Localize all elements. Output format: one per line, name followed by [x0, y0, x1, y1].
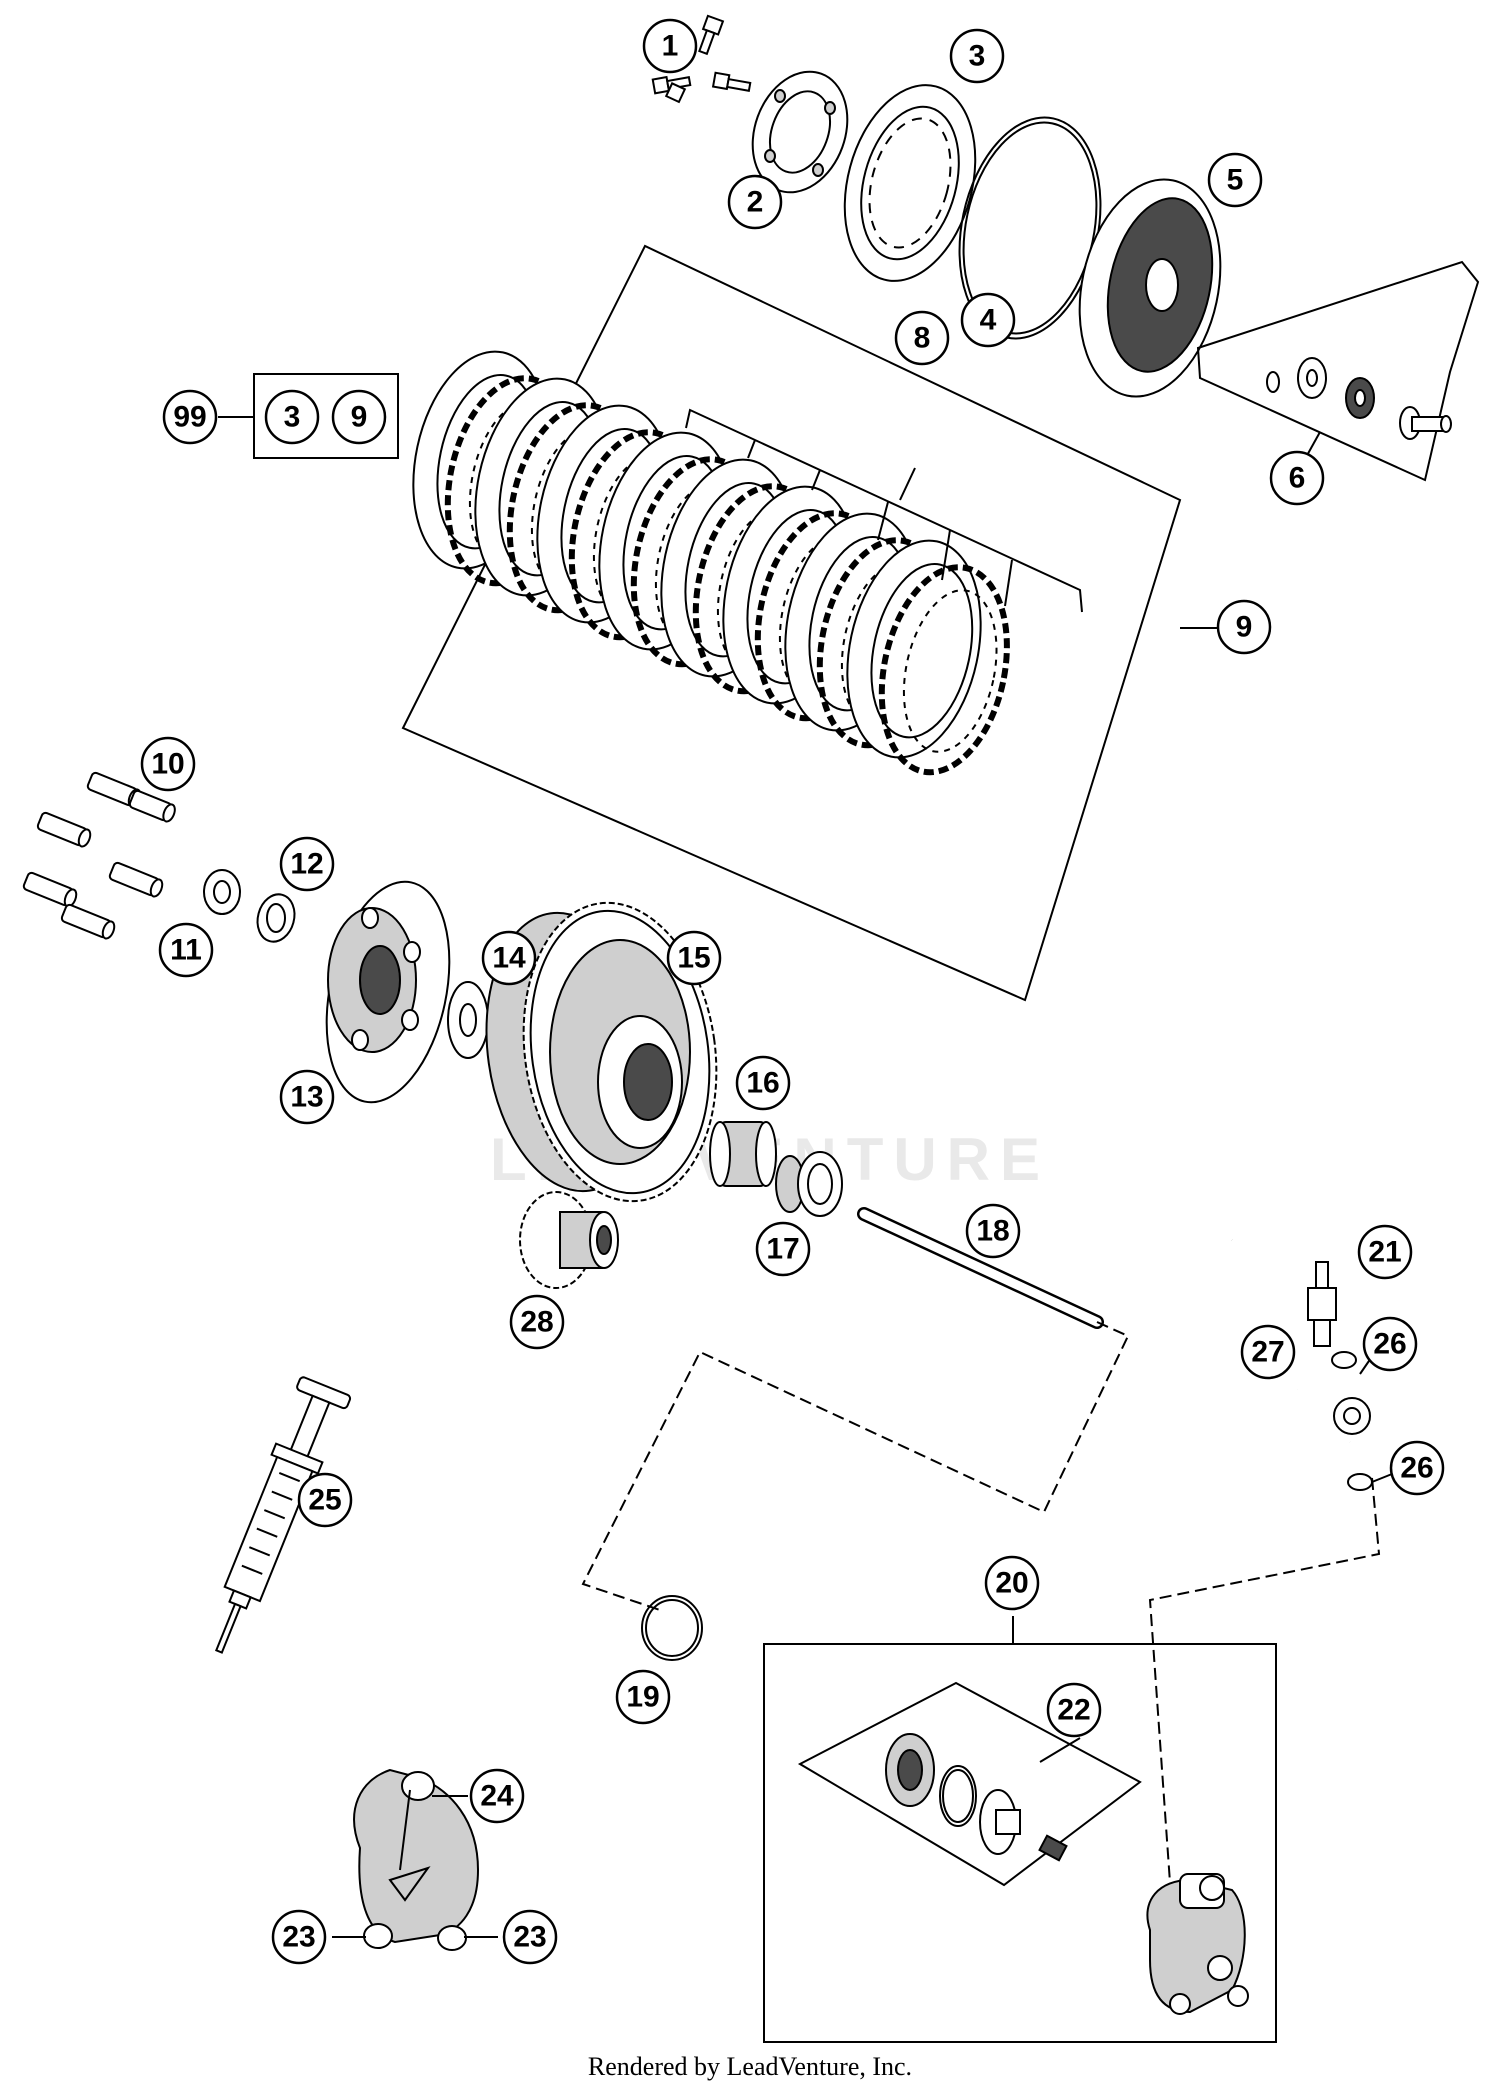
- part-6-group-box: [1196, 260, 1480, 482]
- callout-17[interactable]: 17: [755, 1221, 811, 1277]
- callout-2[interactable]: 2: [727, 174, 783, 230]
- svg-text:14: 14: [492, 942, 526, 975]
- callout-9[interactable]: 9: [1216, 599, 1272, 655]
- svg-text:2: 2: [747, 186, 764, 219]
- part-clutch-cover: [353, 1768, 480, 1951]
- part-piston-kit: [885, 1733, 1068, 1862]
- svg-text:27: 27: [1251, 1336, 1284, 1369]
- callout-12[interactable]: 12: [279, 836, 335, 892]
- callout-15[interactable]: 15: [666, 930, 722, 986]
- part-hose: [1231, 1237, 1371, 1445]
- svg-text:8: 8: [914, 322, 931, 355]
- part-lock-washer: [256, 893, 296, 943]
- callout-10[interactable]: 10: [140, 736, 196, 792]
- callout-26-bottom[interactable]: 26: [1389, 1440, 1445, 1496]
- svg-text:9: 9: [1236, 611, 1253, 644]
- svg-text:23: 23: [282, 1921, 315, 1954]
- part-bolts: [651, 14, 752, 104]
- callout-20[interactable]: 20: [984, 1555, 1040, 1611]
- svg-text:4: 4: [980, 304, 997, 337]
- part-pressure-plate-5: [1078, 178, 1222, 398]
- leader-dashed-slave: [1148, 1477, 1381, 1926]
- svg-text:13: 13: [290, 1081, 323, 1114]
- callout-23-right[interactable]: 23: [502, 1909, 558, 1965]
- kit-item-9[interactable]: 9: [331, 389, 387, 445]
- callout-23-left[interactable]: 23: [271, 1909, 327, 1965]
- part-friction-plate-3: [843, 84, 977, 282]
- svg-text:16: 16: [746, 1067, 779, 1100]
- svg-text:24: 24: [480, 1780, 514, 1813]
- callout-13[interactable]: 13: [279, 1069, 335, 1125]
- part-seal-rings: [1331, 1351, 1373, 1491]
- callout-22[interactable]: 22: [1046, 1682, 1102, 1738]
- callout-6[interactable]: 6: [1269, 450, 1325, 506]
- svg-text:23: 23: [513, 1921, 546, 1954]
- callout-8[interactable]: 8: [894, 310, 950, 366]
- callout-5[interactable]: 5: [1207, 152, 1263, 208]
- svg-text:3: 3: [969, 40, 986, 73]
- part-retainer-plate: [751, 70, 849, 194]
- part-nut: [203, 869, 241, 915]
- part-thrust-washer: [447, 981, 489, 1059]
- callout-26-top[interactable]: 26: [1362, 1316, 1418, 1372]
- svg-text:21: 21: [1368, 1236, 1401, 1269]
- part-bushing: [709, 1121, 777, 1187]
- callout-18[interactable]: 18: [965, 1203, 1021, 1259]
- part-clutch-basket: [485, 901, 718, 1203]
- part-clutch-plates: [412, 350, 1010, 776]
- svg-text:99: 99: [173, 401, 206, 434]
- svg-text:18: 18: [976, 1215, 1009, 1248]
- part-bleeder-valve: [1307, 1261, 1337, 1347]
- svg-text:12: 12: [290, 848, 323, 881]
- callout-25[interactable]: 25: [297, 1472, 353, 1528]
- svg-text:3: 3: [284, 401, 301, 434]
- svg-text:6: 6: [1289, 462, 1306, 495]
- svg-text:5: 5: [1227, 164, 1244, 197]
- leader-dashed-pushrod: [581, 1321, 1130, 1611]
- callout-24[interactable]: 24: [469, 1768, 525, 1824]
- part-primary-gear: [519, 1191, 619, 1289]
- callout-28[interactable]: 28: [509, 1294, 565, 1350]
- footer-credit: Rendered by LeadVenture, Inc.: [587, 2052, 913, 2081]
- callout-14[interactable]: 14: [481, 930, 537, 986]
- svg-text:9: 9: [351, 401, 368, 434]
- part-inner-hub: [325, 880, 451, 1104]
- kit-item-3[interactable]: 3: [264, 389, 320, 445]
- svg-text:25: 25: [308, 1484, 341, 1517]
- svg-text:19: 19: [626, 1681, 659, 1714]
- svg-text:26: 26: [1373, 1328, 1406, 1361]
- callout-4[interactable]: 4: [960, 292, 1016, 348]
- part-slave-cylinder: [1146, 1873, 1249, 2015]
- svg-text:20: 20: [995, 1567, 1028, 1600]
- slave-cylinder-box: [763, 1643, 1277, 2043]
- callout-3[interactable]: 3: [949, 28, 1005, 84]
- callout-21[interactable]: 21: [1357, 1224, 1413, 1280]
- part-spacer: [775, 1151, 843, 1217]
- svg-text:15: 15: [677, 942, 710, 975]
- part-6-set: [1266, 357, 1452, 440]
- callout-27[interactable]: 27: [1240, 1324, 1296, 1380]
- callout-11[interactable]: 11: [158, 922, 214, 978]
- callout-16[interactable]: 16: [735, 1055, 791, 1111]
- part-push-rod: [857, 1207, 1104, 1329]
- part-pins: [22, 771, 176, 940]
- callout-1[interactable]: 1: [642, 18, 698, 74]
- part-o-ring-19: [641, 1595, 703, 1661]
- svg-text:17: 17: [766, 1233, 799, 1266]
- part-bleed-syringe: [214, 1376, 352, 1654]
- svg-text:26: 26: [1400, 1452, 1433, 1485]
- part-8-leader-lines: [685, 408, 1083, 613]
- callout-19[interactable]: 19: [615, 1669, 671, 1725]
- svg-text:28: 28: [520, 1306, 553, 1339]
- svg-text:11: 11: [170, 934, 202, 967]
- callout-99[interactable]: 99: [162, 389, 218, 445]
- svg-text:10: 10: [151, 748, 184, 781]
- piston-kit-box: [797, 1681, 1142, 1887]
- svg-text:22: 22: [1057, 1694, 1090, 1727]
- svg-text:1: 1: [662, 30, 679, 63]
